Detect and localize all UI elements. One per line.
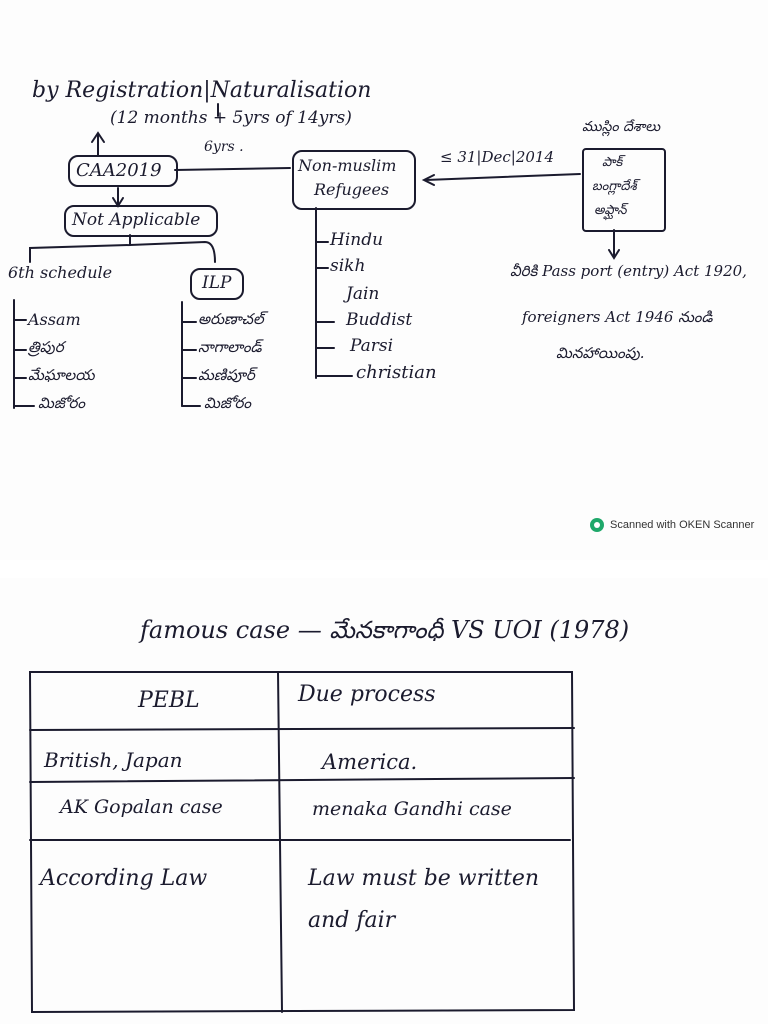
non-muslim-label: Non-muslim bbox=[298, 156, 397, 175]
religion-christian: christian bbox=[356, 362, 437, 383]
religion-hindu: Hindu bbox=[330, 230, 384, 250]
notes-page-famous-case: famous case — మేనకాగాంధీ VS UOI (1978) P… bbox=[0, 578, 768, 1024]
table-cell-according-law: According Law bbox=[40, 866, 208, 891]
table-cell-law-must-be-fair: Law must be written and fair bbox=[308, 866, 540, 933]
state-assam: Assam bbox=[28, 310, 81, 329]
caa-label: CAA2019 bbox=[76, 160, 162, 181]
scanner-watermark: Scanned with OKEN Scanner bbox=[590, 518, 754, 532]
religion-parsi: Parsi bbox=[350, 336, 394, 356]
state-manipur: మణిపూర్ bbox=[198, 366, 255, 384]
table-cell-ak-gopalan: AK Gopalan case bbox=[60, 796, 223, 818]
caa-box: CAA2019 bbox=[68, 155, 178, 187]
refugees-label: Refugees bbox=[314, 180, 390, 199]
state-arunachal: అరుణాచల్ bbox=[198, 310, 264, 328]
scanner-watermark-label: Scanned with OKEN Scanner bbox=[610, 519, 755, 531]
ilp-label: ILP bbox=[202, 273, 232, 293]
famous-case-title: famous case — మేనకాగాంధీ VS UOI (1978) bbox=[140, 616, 630, 644]
country-bangladesh: బంగ్లాదేశ్ bbox=[592, 179, 637, 194]
religion-sikh: sikh bbox=[330, 256, 366, 276]
table-header-due-process: Due process bbox=[298, 682, 436, 707]
table-cell-menaka-gandhi: menaka Gandhi case bbox=[312, 798, 512, 820]
act-note-line-1: వీరికి Pass port (entry) Act 1920, bbox=[510, 262, 747, 280]
oken-scanner-logo-icon bbox=[590, 518, 604, 532]
act-note-line-3: మినహాయింపు. bbox=[556, 344, 645, 362]
state-mizoram-schedule: మిజోరం bbox=[38, 394, 86, 412]
non-muslim-box: Non-muslim Refugees bbox=[292, 150, 416, 210]
table-header-pebl: PEBL bbox=[138, 688, 200, 713]
diagram-connectors bbox=[13, 103, 620, 409]
registration-period: (12 months + 5yrs of 14yrs) bbox=[110, 108, 352, 128]
not-applicable-label: Not Applicable bbox=[72, 210, 201, 230]
case-table-grid bbox=[28, 671, 576, 1014]
six-years-note: 6yrs . bbox=[204, 139, 244, 155]
state-nagaland: నాగాలాండ్ bbox=[198, 338, 262, 356]
muslim-countries-heading: ముస్లిం దేశాలు bbox=[582, 119, 661, 135]
country-afghan: అఫ్ఘాన్ bbox=[594, 203, 627, 218]
state-tripura: త్రిపుర bbox=[28, 338, 64, 356]
registration-heading: by Registration|Naturalisation bbox=[32, 78, 372, 103]
act-note-line-2: foreigners Act 1946 నుండి bbox=[522, 308, 713, 326]
countries-box: పాక్ బంగ్లాదేశ్ అఫ్ఘాన్ bbox=[582, 148, 666, 232]
state-meghalaya: మేఘాలయ bbox=[28, 366, 95, 384]
notes-page-citizenship: by Registration|Naturalisation (12 month… bbox=[8, 78, 755, 532]
cutoff-date: ≤ 31|Dec|2014 bbox=[440, 148, 555, 166]
not-applicable-box: Not Applicable bbox=[64, 205, 218, 237]
country-pak: పాక్ bbox=[602, 155, 623, 170]
sixth-schedule-label: 6th schedule bbox=[8, 263, 113, 282]
religion-jain: Jain bbox=[346, 284, 380, 304]
ilp-box: ILP bbox=[190, 268, 244, 300]
religion-buddist: Buddist bbox=[346, 310, 413, 330]
table-cell-america: America. bbox=[322, 750, 418, 774]
table-cell-british-japan: British, Japan bbox=[44, 748, 183, 772]
state-mizoram-ilp: మిజోరం bbox=[204, 394, 252, 412]
